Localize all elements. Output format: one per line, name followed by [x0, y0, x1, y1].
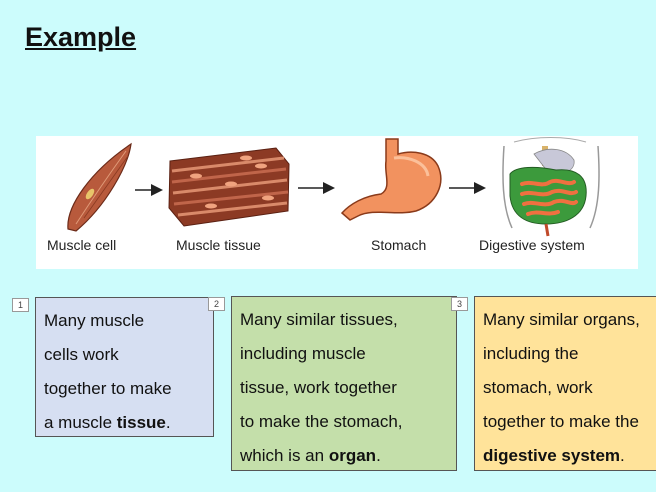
key-term: organ — [328, 446, 377, 465]
box-line: cells work — [44, 345, 119, 364]
text-box-system: Many similar organs, including the stoma… — [474, 296, 656, 471]
box-line: Many similar organs, — [483, 310, 640, 329]
stomach-label: Stomach — [371, 237, 427, 253]
box-number-3: 3 — [451, 297, 468, 311]
box-number-1: 1 — [12, 298, 29, 312]
text-box-tissue: Many muscle cells work together to make … — [35, 297, 214, 437]
slide-title: Example — [25, 22, 137, 52]
text-box-organ: Many similar tissues, including muscle t… — [231, 296, 457, 471]
box-number-2: 2 — [208, 297, 225, 311]
box-line: stomach, work — [483, 378, 593, 397]
digestive-system-label: Digestive system — [479, 237, 585, 253]
box-line: together to make the — [483, 412, 639, 431]
box-line: a muscle tissue. — [44, 413, 171, 432]
key-term: tissue — [116, 413, 166, 432]
muscle-tissue-label: Muscle tissue — [176, 237, 261, 253]
box-line: including the — [483, 344, 579, 363]
box-line: Many muscle — [44, 311, 145, 330]
box-line: Many similar tissues, — [240, 310, 398, 329]
box-line: digestive system. — [483, 446, 625, 465]
key-term: digestive system — [483, 446, 621, 465]
box-line: to make the stomach, — [240, 412, 403, 431]
stomach-image — [340, 138, 442, 221]
muscle-cell-image — [67, 142, 132, 232]
box-line: including muscle — [240, 344, 366, 363]
box-line: tissue, work together — [240, 378, 397, 397]
box-line: together to make — [44, 379, 172, 398]
muscle-cell-label: Muscle cell — [47, 237, 117, 253]
digestive-system-image — [502, 137, 600, 237]
organization-illustration — [67, 137, 600, 237]
muscle-tissue-image — [168, 147, 290, 227]
box-line: which is an organ. — [240, 446, 381, 465]
organization-levels-figure: Muscle cell Muscle tissue Stomach Digest… — [36, 136, 638, 269]
